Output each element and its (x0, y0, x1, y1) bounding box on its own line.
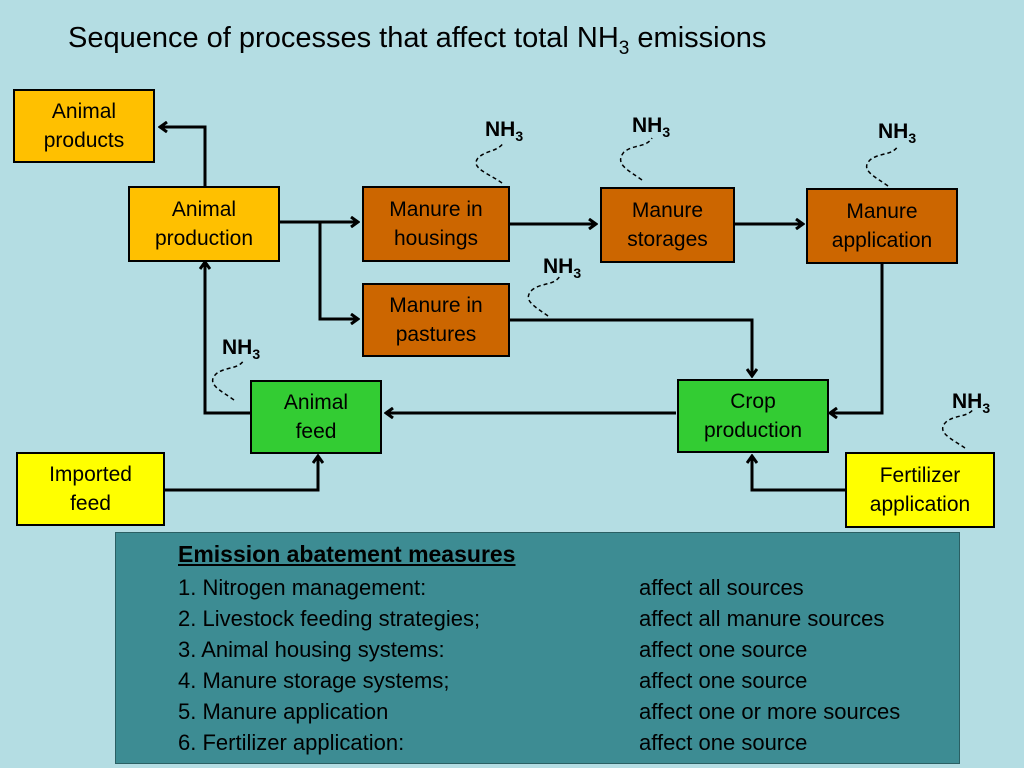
arrow-production-to-pastures (318, 222, 358, 319)
measure-effect: affect one or more sources (639, 699, 901, 724)
fertilizer-application-box: Fertilizer application (845, 452, 995, 528)
measure-name: 3. Animal housing systems: (178, 637, 445, 662)
abatement-measures-panel: Emission abatement measures 1. Nitrogen … (115, 532, 960, 764)
emission-trail-pastures (527, 275, 561, 317)
nh3-label-pastures: NH3 (543, 255, 582, 282)
measure-effect: affect one source (639, 637, 808, 662)
nh3-label-fertilizer: NH3 (952, 390, 991, 417)
animal-feed-box: Animal feed (250, 380, 382, 454)
animal-products-box: Animal products (13, 89, 155, 163)
arrow-pastures-to-crop (510, 318, 752, 376)
imported-feed-box: Imported feed (16, 452, 165, 526)
page-title: Sequence of processes that affect total … (68, 22, 767, 59)
measure-effect: affect one source (639, 730, 808, 755)
emission-trail-fertilizer (941, 407, 975, 449)
manure-application-box: Manure application (806, 188, 958, 264)
measure-name: 4. Manure storage systems; (178, 668, 450, 693)
crop-production-box: Crop production (677, 379, 829, 453)
arrow-production-to-products (160, 127, 207, 186)
measure-effect: affect one source (639, 668, 808, 693)
abatement-measures-heading: Emission abatement measures (178, 541, 516, 567)
measure-effect: affect all manure sources (639, 606, 885, 631)
nh3-label-feed: NH3 (222, 336, 261, 363)
measure-name: 2. Livestock feeding strategies; (178, 606, 481, 631)
arrow-imported-to-feed (165, 456, 318, 492)
nh3-label-housings: NH3 (485, 118, 524, 145)
manure-pastures-box: Manure in pastures (362, 283, 510, 357)
measure-effect: affect all sources (639, 575, 804, 600)
arrow-feed-to-production (205, 262, 250, 415)
measure-name: 1. Nitrogen management: (178, 575, 427, 600)
measure-name: 6. Fertilizer application: (178, 730, 405, 755)
arrow-fertilizer-to-crop (752, 456, 845, 492)
emission-trail-housings (475, 141, 505, 184)
arrow-application-to-crop (830, 263, 884, 413)
nh3-label-application: NH3 (878, 120, 917, 147)
emission-trail-storages (619, 137, 653, 181)
measure-name: 5. Manure application (178, 699, 389, 724)
animal-production-box: Animal production (128, 186, 280, 262)
nh3-label-storages: NH3 (632, 114, 671, 141)
emission-trail-feed (211, 359, 245, 401)
manure-housings-box: Manure in housings (362, 186, 510, 262)
emission-trail-application (865, 145, 899, 187)
manure-storages-box: Manure storages (600, 187, 735, 263)
